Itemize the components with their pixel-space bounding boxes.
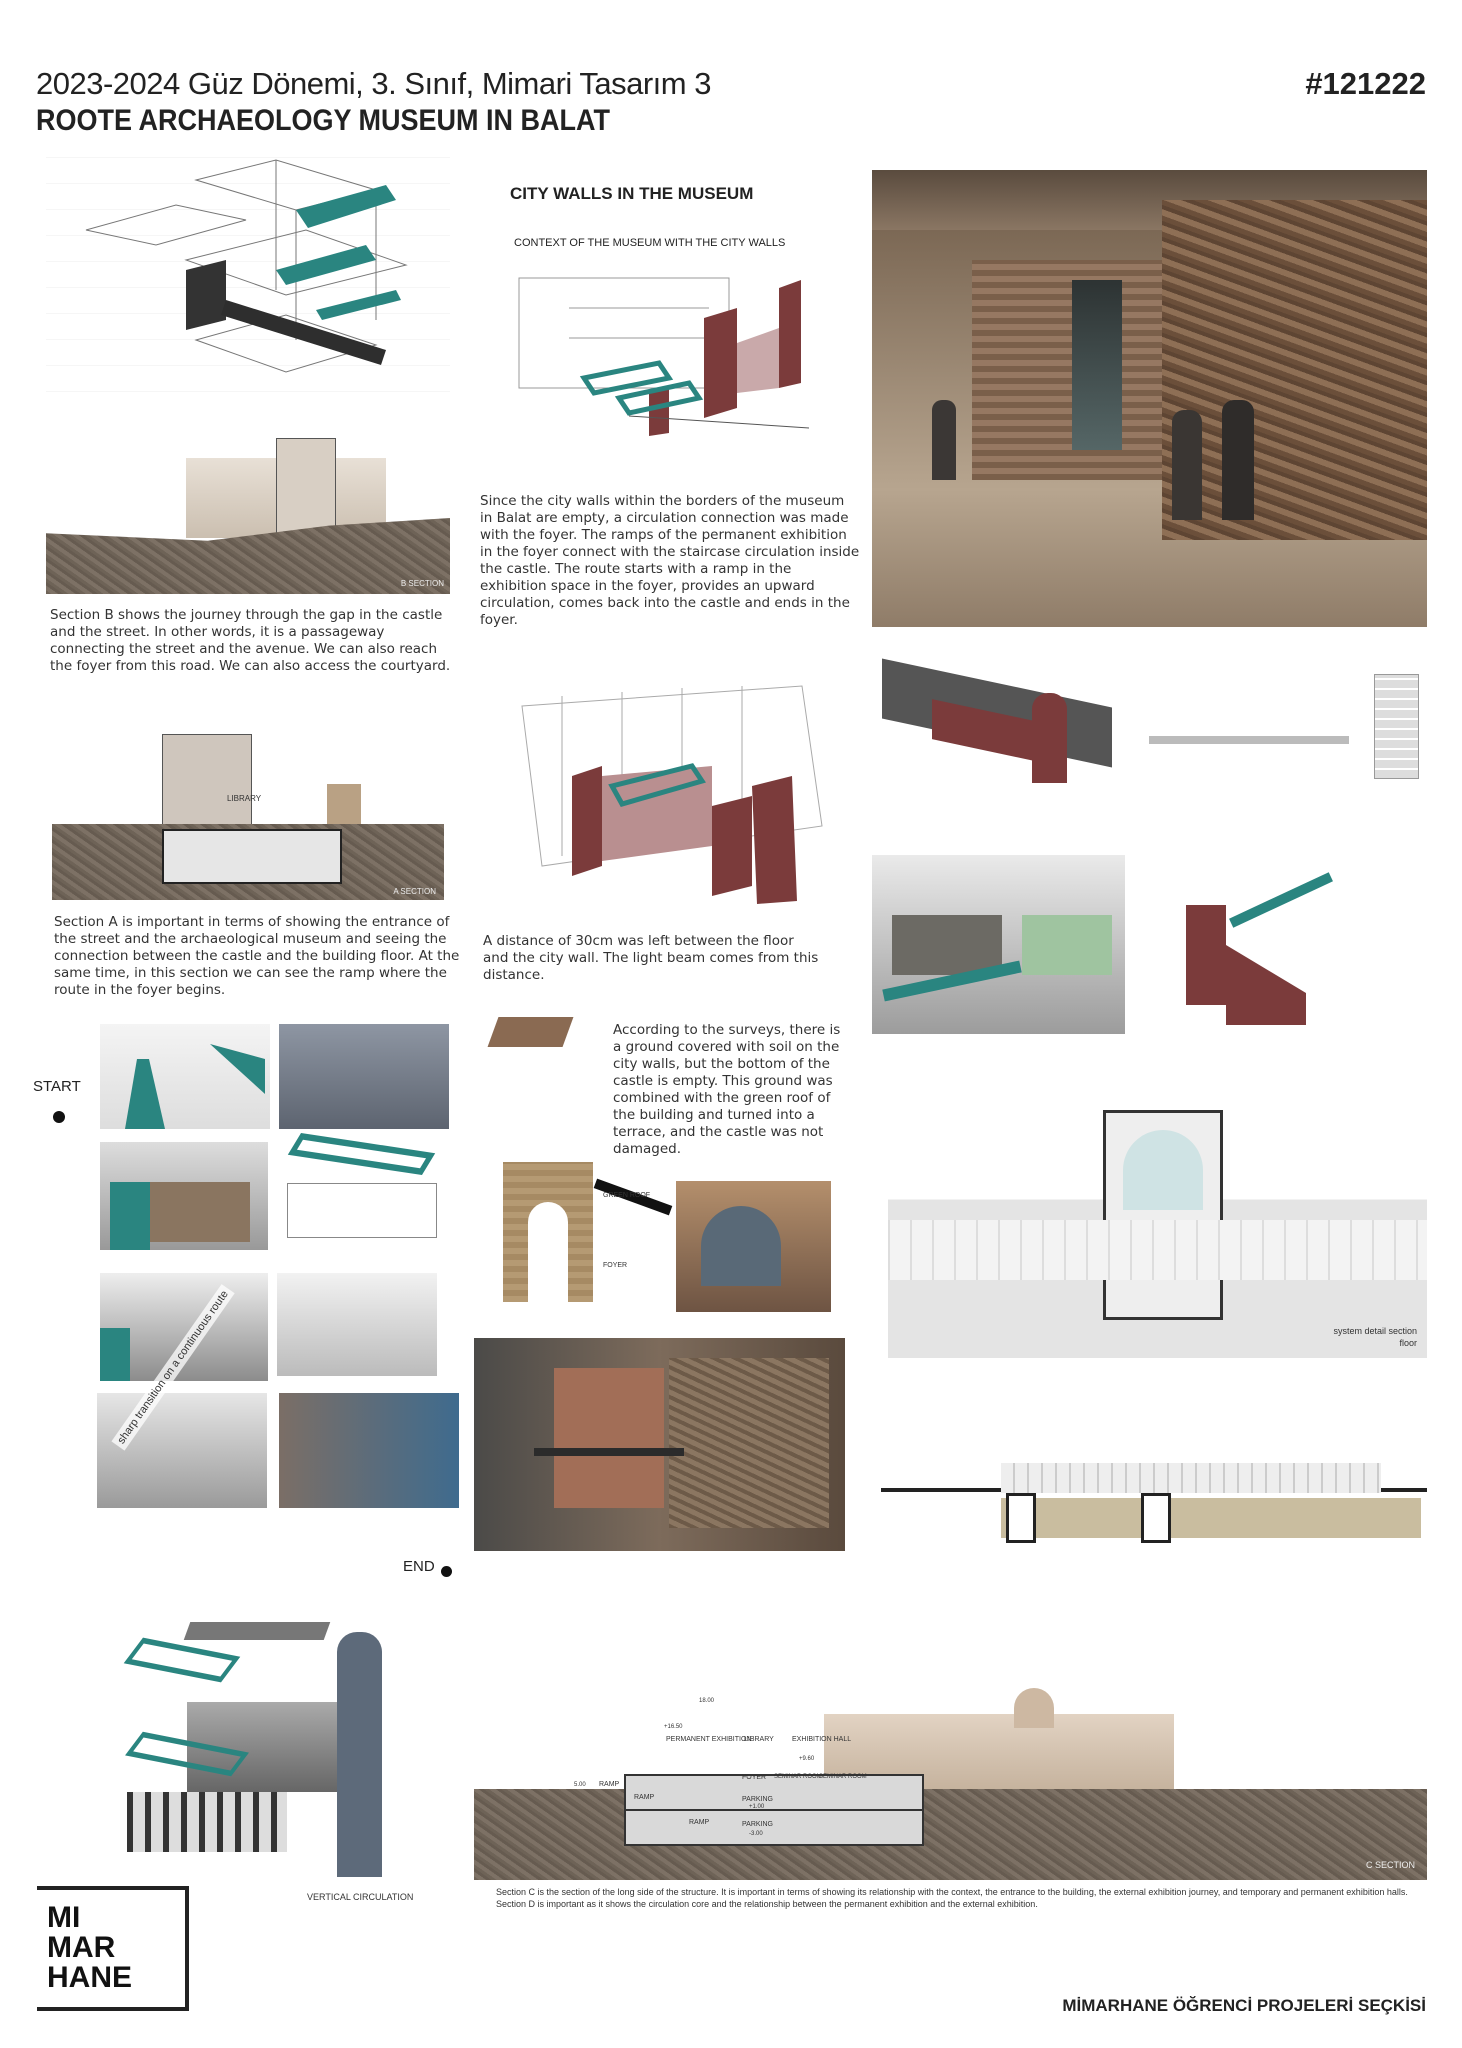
city-walls-subheading: CONTEXT OF THE MUSEUM WITH THE CITY WALL… xyxy=(514,237,786,249)
footer-title: MİMARHANE ÖĞRENCİ PROJELERİ SEÇKİSİ xyxy=(1062,1996,1426,2015)
room-label: RAMP xyxy=(689,1819,710,1826)
room-label: PARKING xyxy=(742,1821,773,1828)
render-excavation xyxy=(100,1142,268,1250)
mimarhane-logo: MI MAR HANE xyxy=(37,1886,189,2011)
render-entrance xyxy=(100,1024,270,1129)
aerial-render xyxy=(872,855,1125,1034)
section-b-drawing: B SECTION xyxy=(46,418,450,594)
city-wall-axonometric xyxy=(872,653,1125,822)
render-castle-interior xyxy=(676,1181,831,1312)
city-walls-axonometric xyxy=(509,268,809,438)
room-label: SEMINAR ROOM xyxy=(819,1774,867,1780)
library-label: LIBRARY xyxy=(227,794,262,803)
section-d-drawing xyxy=(881,1403,1427,1551)
end-dot-icon xyxy=(441,1566,452,1577)
room-label: RAMP xyxy=(599,1781,620,1788)
room-label: FOYER xyxy=(742,1774,767,1781)
course-subtitle: 2023-2024 Güz Dönemi, 3. Sınıf, Mimari T… xyxy=(36,66,711,101)
level-mark: +9.60 xyxy=(799,1756,815,1762)
section-c-text: Section C is the section of the long sid… xyxy=(496,1887,1408,1909)
section-c-drawing: PERMANENT EXHIBITION LIBRARY EXHIBITION … xyxy=(474,1684,1427,1880)
level-mark: +1.00 xyxy=(749,1804,765,1810)
render-auditorium xyxy=(277,1273,437,1376)
section-b-text: Section B shows the journey through the … xyxy=(50,607,451,674)
section-a-text: Section A is important in terms of showi… xyxy=(54,914,460,998)
system-detail-section: system detail section floor xyxy=(888,1070,1427,1358)
room-label: SEMINAR ROOM xyxy=(774,1774,822,1780)
project-id: #121222 xyxy=(1305,66,1426,101)
section-b-label: B SECTION xyxy=(400,579,444,588)
journey-collage: START sharp transition on a continuous r… xyxy=(33,1018,463,1586)
render-city-wall-passage xyxy=(872,170,1427,627)
render-statue-hall xyxy=(279,1393,459,1508)
ramp-axonometric xyxy=(277,1133,449,1250)
city-walls-heading: CITY WALLS IN THE MUSEUM xyxy=(510,184,754,203)
room-label: EXHIBITION HALL xyxy=(792,1736,852,1743)
vertical-circulation-axonometric xyxy=(117,1612,418,1886)
render-cafe xyxy=(97,1393,267,1508)
vertical-circulation-label: VERTICAL CIRCULATION xyxy=(307,1892,414,1902)
render-section-perspective xyxy=(474,1338,845,1551)
light-gap-axonometric xyxy=(502,666,835,907)
system-detail-sublabel: floor xyxy=(1399,1338,1417,1348)
system-detail-label: system detail section xyxy=(1333,1326,1417,1336)
end-label: END xyxy=(403,1558,435,1575)
level-mark: -3.00 xyxy=(749,1831,763,1837)
wall-detail-drawing xyxy=(1149,666,1427,783)
level-mark: +16.50 xyxy=(664,1724,683,1730)
logo-line-3: HANE xyxy=(47,1961,133,1994)
start-dot-icon xyxy=(53,1111,65,1123)
logo-line-2: MAR xyxy=(47,1931,116,1964)
render-lobby xyxy=(279,1024,449,1129)
foyer-label: FOYER xyxy=(603,1262,628,1269)
room-label: RAMP xyxy=(634,1794,655,1801)
section-a-drawing: LIBRARY A SECTION xyxy=(52,724,444,900)
start-label: START xyxy=(33,1078,81,1095)
room-label: LIBRARY xyxy=(744,1736,774,1743)
axonometric-drawing xyxy=(85,159,408,373)
room-label: PERMANENT EXHIBITION xyxy=(666,1736,752,1743)
survey-note: According to the surveys, there is a gro… xyxy=(613,1022,841,1157)
room-label: PARKING xyxy=(742,1796,773,1803)
logo-line-1: MI xyxy=(47,1901,81,1934)
exploded-axonometric xyxy=(46,150,450,392)
project-title: ROOTE ARCHAEOLOGY MUSEUM IN BALAT xyxy=(36,104,611,137)
section-a-label: A SECTION xyxy=(393,887,436,896)
city-walls-paragraph: Since the city walls within the borders … xyxy=(480,493,860,628)
section-c-label: C SECTION xyxy=(1365,1860,1415,1870)
stair-axonometric xyxy=(1136,835,1427,1031)
distance-note: A distance of 30cm was left between the … xyxy=(483,933,819,983)
green-roof-label: GREEN ROOF xyxy=(603,1192,651,1199)
level-mark: 5.00 xyxy=(574,1782,586,1788)
tower-diagram: GREEN ROOF FOYER xyxy=(483,1012,679,1318)
level-mark: 18.00 xyxy=(699,1698,715,1704)
